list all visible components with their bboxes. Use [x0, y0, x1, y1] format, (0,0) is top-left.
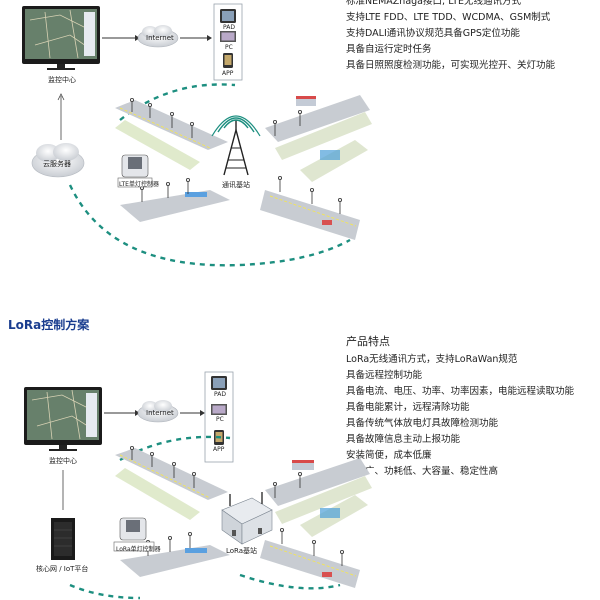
- feature-item: 覆盖广、功耗低、大容量、稳定性高: [346, 466, 499, 477]
- feature-item: 具备远程控制功能: [346, 370, 423, 381]
- base-station-tower-icon: [211, 115, 261, 176]
- lora-station-label: LoRa基站: [226, 547, 258, 555]
- feature-item: 具备电能累计，远程清除功能: [346, 402, 470, 413]
- monitor-icon: [24, 387, 102, 451]
- feature-item: 支持LTE FDD、LTE TDD、WCDMA、GSM制式: [346, 12, 551, 23]
- feature-item: 具备自运行定时任务: [346, 44, 432, 55]
- lora-feature-list: LoRa无线通讯方式，支持LoRaWan规范 具备远程控制功能 具备电流、电压、…: [346, 352, 574, 480]
- monitor-label: 监控中心: [49, 457, 77, 465]
- lora-controller-icon: [113, 517, 155, 552]
- cloud-server-label: 云服务器: [43, 160, 71, 168]
- top-feature-list: 标准NEMAZhaga接口; LTE无线通讯方式 支持LTE FDD、LTE T…: [346, 0, 555, 74]
- road-network: [115, 448, 372, 588]
- lora-section-title: LoRa控制方案: [8, 318, 90, 332]
- pc-icon: [220, 31, 236, 42]
- phone-icon: [223, 53, 233, 68]
- feature-item: 具备故障信息主动上报功能: [346, 434, 461, 445]
- device-label-app: APP: [213, 446, 225, 453]
- lora-controller-label: LoRa单灯控制器: [116, 546, 161, 553]
- feature-item: 具备日照照度检测功能，可实现光控开、关灯功能: [346, 60, 556, 71]
- internet-cloud-icon: [137, 400, 179, 423]
- internet-label: Internet: [146, 409, 174, 417]
- device-label-app: APP: [222, 70, 234, 77]
- monitor-icon: [22, 6, 100, 70]
- internet-cloud-icon: [137, 25, 179, 48]
- device-label-pad: PAD: [214, 391, 226, 398]
- pad-icon: [211, 376, 227, 390]
- feature-item: LoRa无线通讯方式，支持LoRaWan规范: [346, 354, 518, 365]
- road-network: [115, 95, 372, 240]
- feature-item: 具备传统气体放电灯具故障检测功能: [346, 418, 499, 429]
- device-label-pad: PAD: [223, 24, 235, 31]
- base-station-label: 通讯基站: [222, 181, 250, 189]
- lte-controller-icon: [117, 154, 153, 188]
- device-label-pc: PC: [216, 416, 224, 423]
- feature-item: 安装简便，成本低廉: [346, 450, 432, 461]
- internet-label: Internet: [146, 34, 174, 42]
- pc-icon: [211, 404, 227, 415]
- feature-item: 标准NEMAZhaga接口; LTE无线通讯方式: [346, 0, 522, 7]
- street-lamp-icons: [129, 98, 342, 214]
- monitor-label: 监控中心: [48, 76, 76, 84]
- pad-icon: [220, 9, 236, 23]
- cloud-server-icon: [31, 143, 85, 178]
- lora-network-diagram: [24, 371, 372, 600]
- core-network-label: 核心网 / IoT平台: [36, 565, 89, 573]
- server-rack-icon: [51, 518, 75, 560]
- product-features-title: 产品特点: [346, 335, 390, 348]
- feature-item: 具备电流、电压、功率、功率因素，电能远程读取功能: [346, 386, 575, 397]
- lora-gateway-icon: [221, 492, 273, 545]
- top-network-diagram: [22, 3, 372, 267]
- feature-item: 支持DALI通讯协议规范具备GPS定位功能: [346, 28, 520, 39]
- device-label-pc: PC: [225, 44, 233, 51]
- lte-controller-label: LTE单灯控制器: [119, 181, 159, 188]
